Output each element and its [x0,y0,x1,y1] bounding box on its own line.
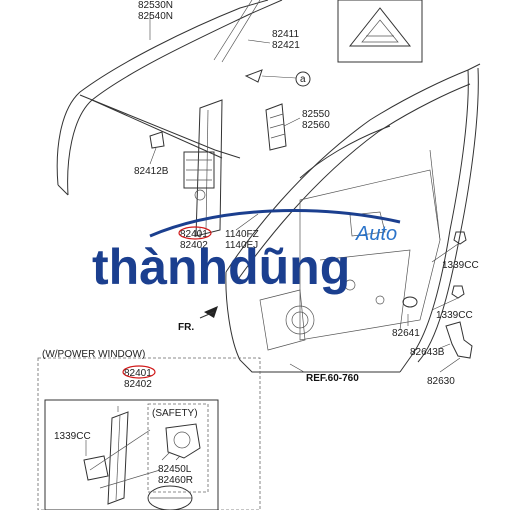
label-handle-2: 82630 [427,376,455,387]
label-motor-1: 82450L [158,464,192,475]
label-glass-2: 82421 [272,40,300,51]
label-glass-top-2: 82540N [138,11,173,22]
label-front: FR. [178,322,194,333]
window-regulator [183,99,223,237]
label-motor-2: 82460R [158,475,193,486]
door-glass [56,0,283,196]
label-bracket-2: 82560 [302,120,330,131]
door-handle-inner [445,321,473,359]
label-ref: REF.60-760 [306,373,359,384]
highlight-pw-regulator [122,365,156,379]
bolt-lower [451,285,465,299]
warning-label-box [337,0,423,63]
leader-lines [85,13,461,461]
watermark-text: thànhdũng [92,239,350,295]
label-regulator-2: 82402 [180,240,208,251]
label-power-window: (W/POWER WINDOW) [42,349,145,360]
label-nut: 82641 [392,328,420,339]
label-glass-1: 82411 [272,29,300,40]
highlight-regulator [178,226,212,240]
label-safety: (SAFETY) [152,408,198,419]
label-ref-circle: a [300,74,306,85]
label-handle-1: 82643B [410,347,445,358]
power-window-inset [37,357,261,510]
bolt-upper [453,231,467,245]
label-bracket-1: 82550 [302,109,330,120]
reference-circle [295,71,311,87]
glass-holder [244,69,263,83]
label-glass-top-1: 82530N [138,0,173,11]
label-bolt-1: 1140FZ [225,229,259,240]
door-frame [225,63,481,373]
label-bolt-right-1: 1339CC [442,260,479,271]
nut-part [402,296,418,308]
label-pw-regulator-2: 82402 [124,379,152,390]
safety-inset [147,403,209,493]
label-clip: 82412B [134,166,169,177]
front-arrow-icon [199,306,218,319]
label-regulator-1: 82401 [180,229,208,240]
window-bracket [265,103,287,151]
label-pw-regulator-1: 82401 [124,368,152,379]
watermark-auto: Auto [355,223,397,245]
label-bolt-right-2: 1339CC [436,310,473,321]
label-pw-bolt: 1339CC [54,431,91,442]
label-bolt-2: 1140EJ [225,240,258,251]
watermark-logo: thànhdũng Auto [92,208,401,295]
glass-clip [149,131,165,149]
